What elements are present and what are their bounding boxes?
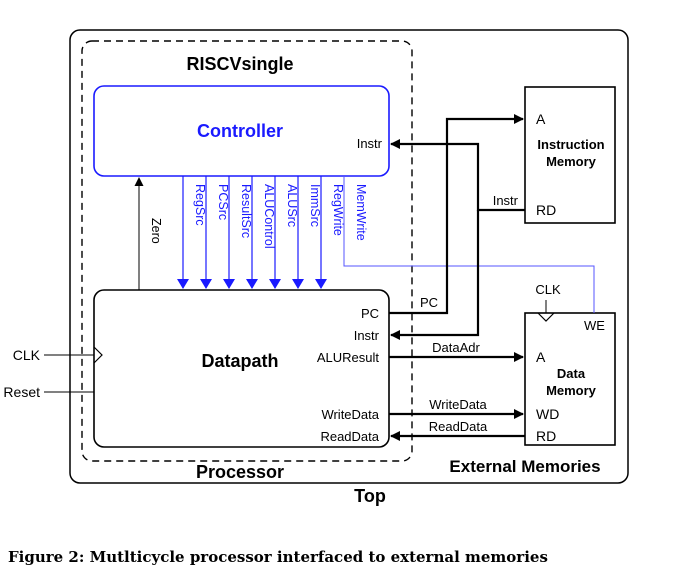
wire-label-dataadr: DataAdr [432,340,480,355]
pc-wire [389,114,524,315]
instruction-memory-box [524,86,616,224]
dmem-port-a: A [536,349,546,365]
imem-title-line2: Memory [546,154,597,169]
datapath-port-writedata: WriteData [321,407,379,422]
dmem-port-wd: WD [536,406,559,422]
wire-label-pc: PC [420,295,438,310]
datapath-port-readdata: ReadData [320,429,379,444]
datapath-box [93,289,390,448]
signal-immsrc: ImmSrc [308,184,322,227]
datapath-title: Datapath [201,351,278,371]
imem-port-a: A [536,111,546,127]
dmem-title-line1: Data [557,366,586,381]
imem-port-rd: RD [536,202,556,218]
signal-resultsrc: ResultSrc [239,184,253,238]
signal-regsrc: RegSrc [193,184,207,226]
datapath-port-pc: PC [361,306,379,321]
datapath-port-instr: Instr [354,328,380,343]
instr-wire-main [390,139,525,212]
instr-wire-datapath [390,210,480,340]
dmem-clk-label: CLK [535,282,561,297]
datapath-port-aluresult: ALUResult [317,350,380,365]
controller-instr-port: Instr [357,136,383,151]
wire-label-readdata: ReadData [429,419,488,434]
imem-title-line1: Instruction [537,137,604,152]
dmem-title-line2: Memory [546,383,597,398]
figure-caption: Figure 2: Mutlticycle processor interfac… [8,548,548,566]
control-signal-lines [177,176,327,289]
wire-label-writedata: WriteData [429,397,487,412]
top-label: Top [354,486,386,506]
top-box [69,29,629,484]
signal-alusrc: ALUSrc [285,184,299,227]
dmem-port-we: WE [584,318,605,333]
signal-regwrite: RegWrite [331,184,345,236]
external-memories-label: External Memories [449,457,600,476]
riscv-box [81,40,413,462]
zero-label: Zero [149,218,163,244]
signal-pcsrc: PCSrc [216,184,230,220]
riscv-label: RISCVsingle [186,54,293,74]
controller-box [93,85,390,177]
clk-input-label: CLK [13,347,41,363]
reset-input-label: Reset [3,384,40,400]
wire-label-instr: Instr [493,193,519,208]
memwrite-wire [343,176,595,313]
data-memory-clock-triangle [537,312,555,322]
controller-title: Controller [197,121,283,141]
datapath-clock-triangle [93,346,103,364]
data-memory-box [524,312,616,446]
dmem-port-rd: RD [536,428,556,444]
processor-label: Processor [196,462,284,482]
signal-alucontrol: ALUControl [262,184,276,249]
signal-memwrite: MemWrite [354,184,368,241]
